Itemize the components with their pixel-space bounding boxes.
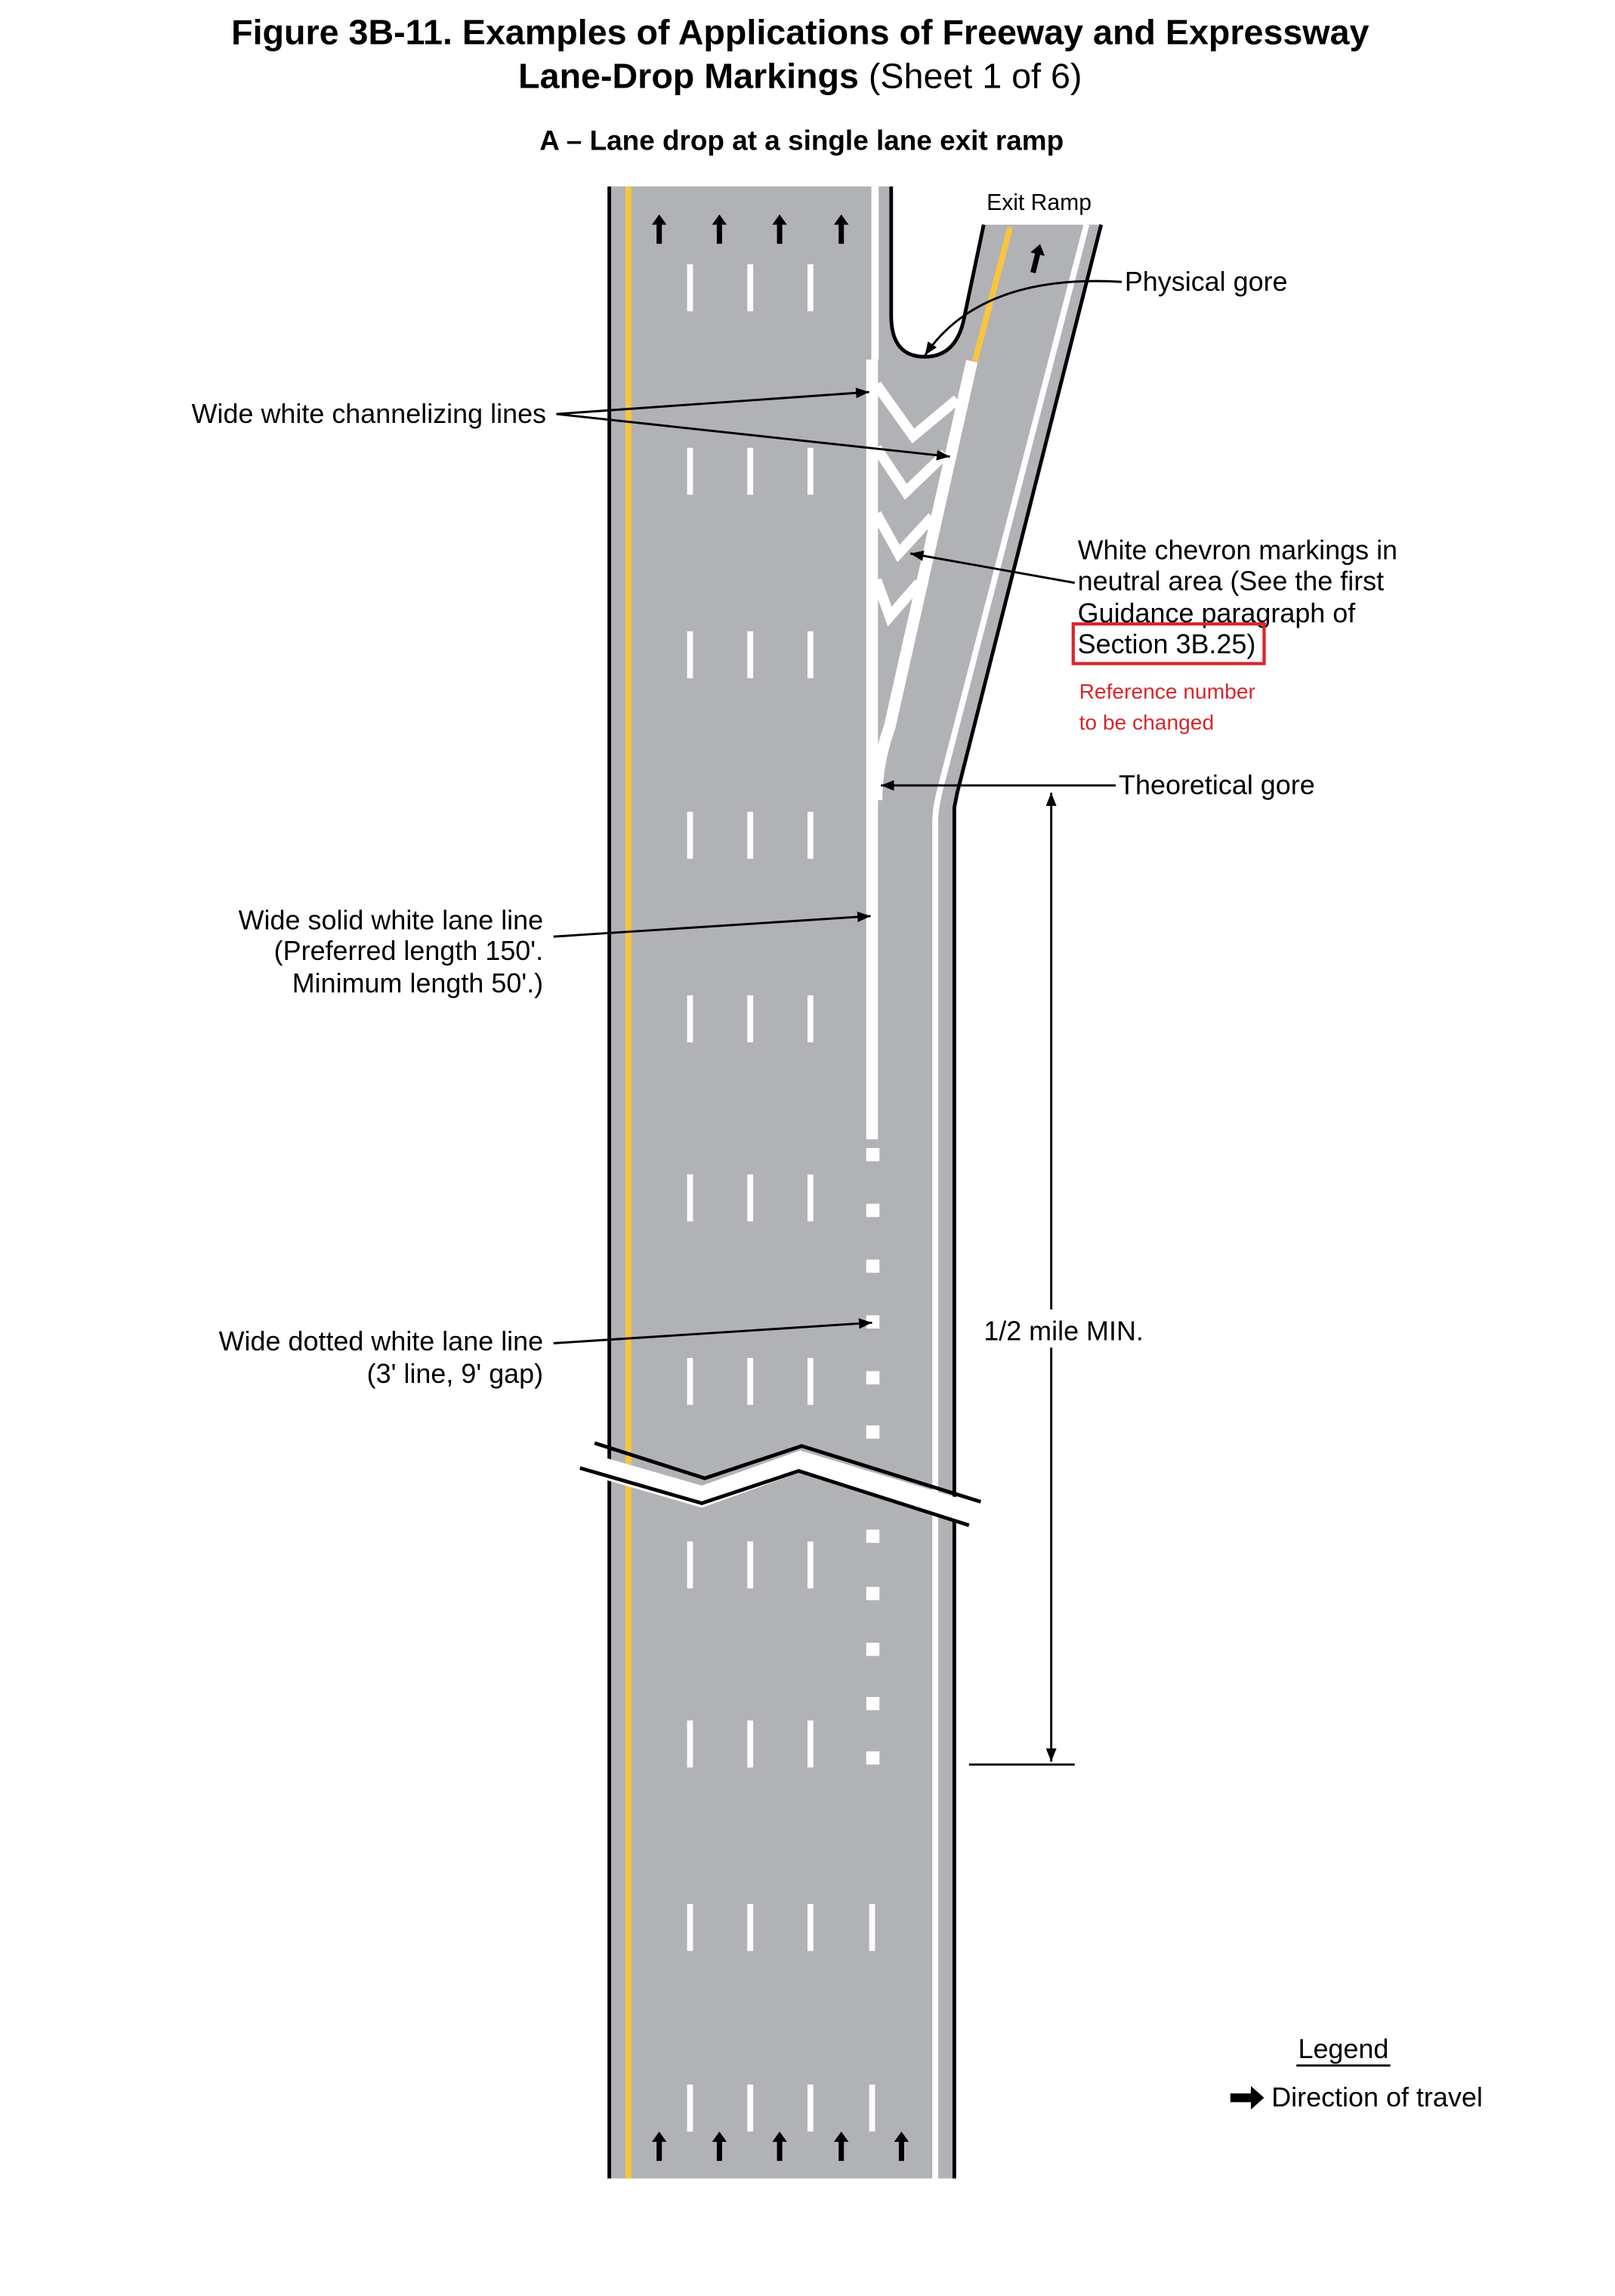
dotted-lane-line-dot <box>866 1696 880 1711</box>
figure-subtitle: A – Lane drop at a single lane exit ramp <box>539 125 1064 156</box>
svg-text:Wide dotted white lane line: Wide dotted white lane line <box>219 1325 544 1356</box>
lane-line-dash <box>747 1541 754 1589</box>
lane-line-dash <box>747 264 754 312</box>
lane-line-dash <box>747 1903 754 1952</box>
lane-line-dash <box>808 447 814 495</box>
dotted-lane-line-dot <box>866 1371 880 1384</box>
dotted-line-label: Wide dotted white lane line (3' line, 9'… <box>219 1325 544 1389</box>
svg-text:neutral area (See the first: neutral area (See the first <box>1078 565 1385 596</box>
solid-line-label: Wide solid white lane line (Preferred le… <box>239 904 544 998</box>
exit-ramp-label: Exit Ramp <box>987 190 1092 215</box>
dotted-line-leader <box>553 1318 872 1344</box>
dotted-lane-line-dot <box>866 1203 880 1217</box>
channelizing-leaders <box>556 387 950 461</box>
lane-line-dash <box>747 1357 754 1406</box>
theoretical-gore-label: Theoretical gore <box>1119 770 1315 801</box>
direction-arrow-icon <box>1230 2085 1265 2110</box>
lane-line-dash <box>687 1720 693 1768</box>
highlight-box <box>1071 622 1266 665</box>
lane-line-dash <box>687 1541 693 1589</box>
direction-arrow-icon <box>712 2131 727 2162</box>
lane-line-dash <box>687 1903 693 1952</box>
chevron-label: White chevron markings in neutral area (… <box>1078 535 1397 659</box>
lane-line-dash <box>869 1903 875 1952</box>
lane-line-dash <box>808 995 814 1043</box>
lane-line-dash <box>747 811 754 859</box>
dotted-lane-line-dot <box>866 1643 880 1656</box>
lane-line-dash <box>747 1174 754 1222</box>
svg-text:Wide solid white lane line: Wide solid white lane line <box>239 904 544 935</box>
direction-arrow-icon <box>894 2131 909 2162</box>
legend-title: Legend <box>1298 2033 1388 2064</box>
lane-line-dash <box>747 2085 754 2132</box>
lane-line-dash <box>808 811 814 859</box>
lane-line-dash <box>808 631 814 679</box>
figure-title-line2: Lane-Drop Markings (Sheet 1 of 6) <box>518 57 1082 96</box>
svg-text:Minimum length 50'.): Minimum length 50'.) <box>292 967 543 998</box>
dotted-lane-line-dot <box>866 1259 880 1273</box>
chevron-leader <box>909 551 1075 585</box>
svg-text:(Preferred length 150'.: (Preferred length 150'. <box>274 935 543 966</box>
break-mask <box>579 1450 981 1527</box>
break-symbol <box>579 1441 982 1527</box>
lane-line-dash <box>808 2085 814 2132</box>
lane-line-dash <box>808 1174 814 1222</box>
note-line2: to be changed <box>1079 710 1215 734</box>
lane-line-dash <box>687 811 693 859</box>
svg-text:White chevron markings in: White chevron markings in <box>1078 535 1397 566</box>
lane-line-dash <box>747 995 754 1043</box>
channelizing-label: Wide white channelizing lines <box>192 398 546 429</box>
direction-arrow-icon <box>1030 244 1045 273</box>
lane-line-dash <box>687 1357 693 1406</box>
lane-line-dash <box>747 631 754 679</box>
legend-item-direction: Direction of travel <box>1271 2082 1483 2112</box>
solid-line-leader <box>553 912 871 938</box>
direction-arrow-icon <box>833 214 849 244</box>
physical-gore-leader <box>924 279 1122 356</box>
lane-line-dash <box>808 1720 814 1768</box>
lane-line-dash <box>687 264 693 312</box>
dotted-lane-line-dot <box>866 1587 880 1600</box>
direction-arrow-icon <box>772 214 787 244</box>
lane-line-dash <box>687 1174 693 1222</box>
lane-line-dash <box>869 2085 875 2132</box>
lane-line-dash <box>747 1720 754 1768</box>
lane-line-dash <box>687 447 693 495</box>
lane-line-dash <box>687 2085 693 2132</box>
direction-arrow-icon <box>651 214 667 244</box>
chevron-markings <box>871 381 961 627</box>
ramp-yellow-edge-line <box>971 227 1013 363</box>
lane-line-dash <box>687 631 693 679</box>
distance-dimension <box>968 792 1075 1766</box>
svg-text:Section 3B.25): Section 3B.25) <box>1078 628 1256 659</box>
lane-line-dash <box>747 447 754 495</box>
dotted-lane-line-dot <box>866 1148 880 1162</box>
lane-line-dash <box>808 1357 814 1406</box>
pavement <box>609 186 1101 2179</box>
note-line1: Reference number <box>1079 679 1255 703</box>
direction-arrow-icon <box>833 2131 849 2162</box>
dotted-lane-line-dot <box>866 1425 880 1439</box>
lane-line-dash <box>808 1903 814 1952</box>
distance-label: 1/2 mile MIN. <box>984 1316 1144 1347</box>
direction-arrow-icon <box>651 2131 667 2162</box>
svg-text:(3' line, 9' gap): (3' line, 9' gap) <box>367 1358 543 1389</box>
lane-line-dash <box>808 264 814 312</box>
physical-gore-label: Physical gore <box>1125 266 1288 297</box>
dotted-lane-line-dot <box>866 1751 880 1765</box>
direction-arrow-icon <box>772 2131 787 2162</box>
channelizing-lines <box>866 360 978 1140</box>
direction-arrow-icon <box>712 214 727 244</box>
dotted-lane-line-dot <box>866 1529 880 1543</box>
figure-title-line1: Figure 3B-11. Examples of Applications o… <box>231 12 1369 51</box>
lane-line-dash <box>808 1541 814 1589</box>
lane-line-dash <box>687 995 693 1043</box>
